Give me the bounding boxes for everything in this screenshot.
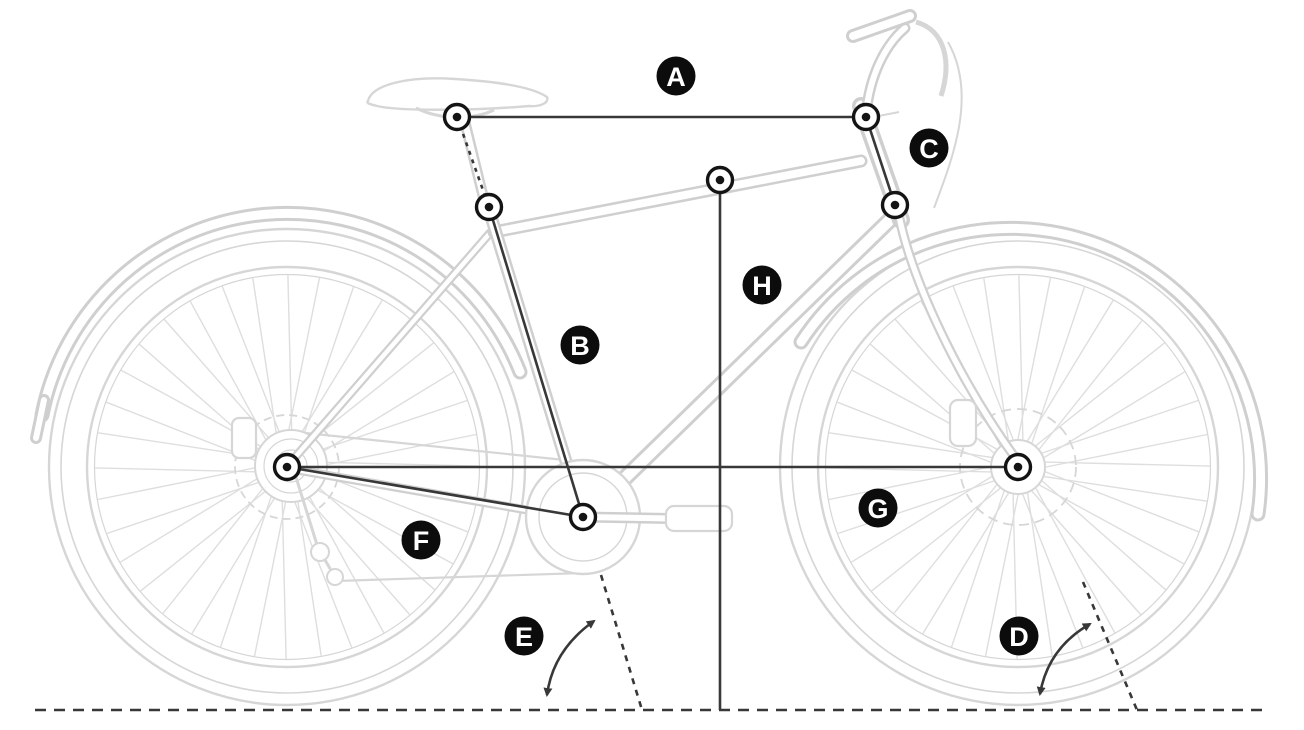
label-H: H: [742, 265, 782, 305]
label-C: C: [909, 128, 949, 168]
seat-angle-extension: [599, 574, 644, 711]
handlebar-grip: [849, 12, 914, 40]
rear-mudflap: [33, 397, 47, 441]
pedal: [664, 504, 734, 533]
handlebar-stem: [860, 22, 911, 120]
saddle: [366, 77, 549, 111]
svg-text:D: D: [1009, 622, 1029, 652]
label-A: A: [656, 56, 696, 96]
measure-point-head-tube-top: [851, 102, 881, 132]
brake-calipers: [230, 398, 978, 460]
seat-tube-line-B: [487, 206, 585, 518]
svg-text:B: B: [570, 331, 590, 361]
seatpost-extension: [455, 116, 491, 208]
down-tube: [580, 208, 902, 522]
label-B: B: [560, 325, 600, 365]
label-F: F: [401, 520, 441, 560]
measurement-points: [272, 102, 1033, 532]
brake-cable: [933, 41, 963, 209]
svg-text:G: G: [867, 494, 888, 524]
label-E: E: [504, 616, 544, 656]
rear-fender: [34, 205, 528, 423]
measure-point-top-tube-mid: [705, 165, 735, 195]
svg-text:C: C: [919, 134, 939, 164]
front-fender: [796, 223, 1266, 519]
brake-lever: [915, 19, 949, 97]
head-tube-line-C: [864, 116, 897, 206]
label-D: D: [999, 616, 1039, 656]
chain-bottom: [336, 571, 584, 583]
seat-stay: [288, 230, 493, 465]
bike-illustration: [30, 9, 1269, 707]
chain-top: [295, 430, 585, 464]
handlebar-stem: [863, 25, 908, 117]
measure-point-seat-tube-top: [474, 192, 504, 222]
fenders: [30, 205, 1269, 522]
rear-caliper: [230, 416, 258, 460]
seat-tube-angle-arc-E: [543, 619, 596, 697]
head-tube-angle-arc-D: [1036, 622, 1092, 696]
svg-text:H: H: [752, 271, 772, 301]
measure-point-rear-axle: [272, 452, 302, 482]
measure-point-front-axle: [1003, 452, 1033, 482]
measure-point-bottom-bracket: [568, 502, 598, 532]
angle-arcs: [543, 619, 1092, 697]
frame: [286, 97, 1024, 525]
measurement-labels: A B C D E F G H: [401, 56, 1039, 656]
measure-point-saddle-rail: [442, 102, 472, 132]
svg-text:F: F: [413, 526, 430, 556]
measure-point-head-tube-bottom: [880, 190, 910, 220]
svg-text:E: E: [515, 622, 533, 652]
top-tube: [490, 157, 865, 236]
front-caliper: [948, 398, 978, 448]
label-G: G: [858, 488, 898, 528]
measurement-lines: [35, 115, 1270, 712]
rear-fender: [37, 208, 525, 420]
svg-text:A: A: [666, 62, 686, 92]
fork: [896, 213, 1022, 466]
chainstay-line-F: [286, 465, 584, 519]
